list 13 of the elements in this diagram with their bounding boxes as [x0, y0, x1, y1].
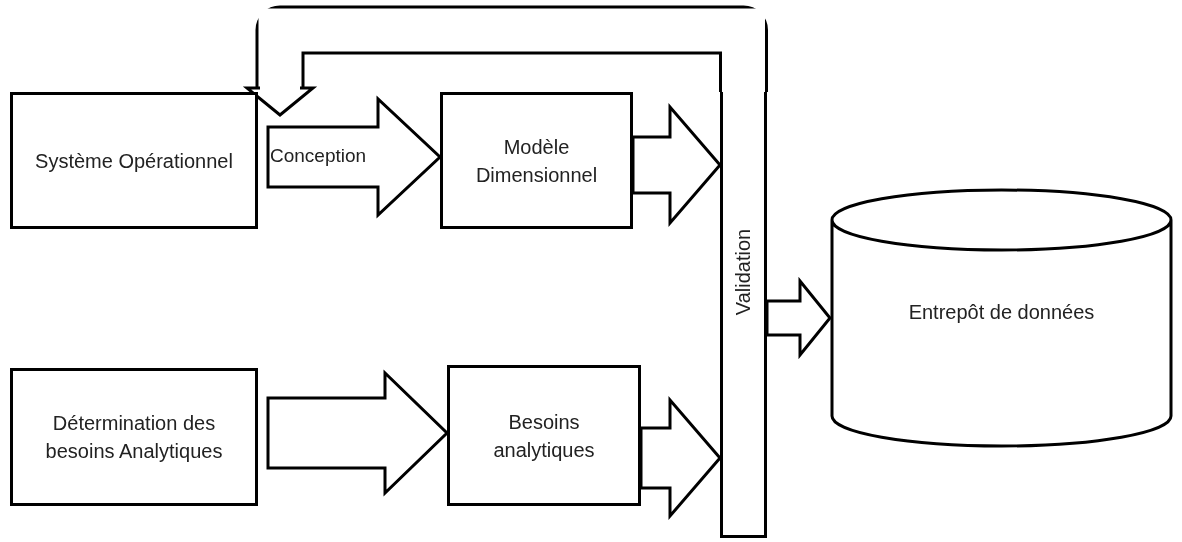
- node-label: Entrepôt de données: [908, 300, 1095, 325]
- process-box: [447, 365, 641, 506]
- database-cylinder: [830, 188, 1173, 448]
- validation-band: [720, 92, 767, 538]
- edge-label: Conception: [270, 145, 367, 167]
- process-box: [10, 368, 258, 506]
- node-label: Système Opérationnel: [34, 148, 234, 174]
- node-label: Détermination des besoins Analytiques: [44, 411, 224, 464]
- process-box: [10, 92, 258, 229]
- process-box: [440, 92, 633, 229]
- node-label: Modèle Dimensionnel: [474, 134, 599, 188]
- node-label: Validation: [731, 228, 756, 315]
- node-label: Besoins analytiques: [492, 409, 596, 463]
